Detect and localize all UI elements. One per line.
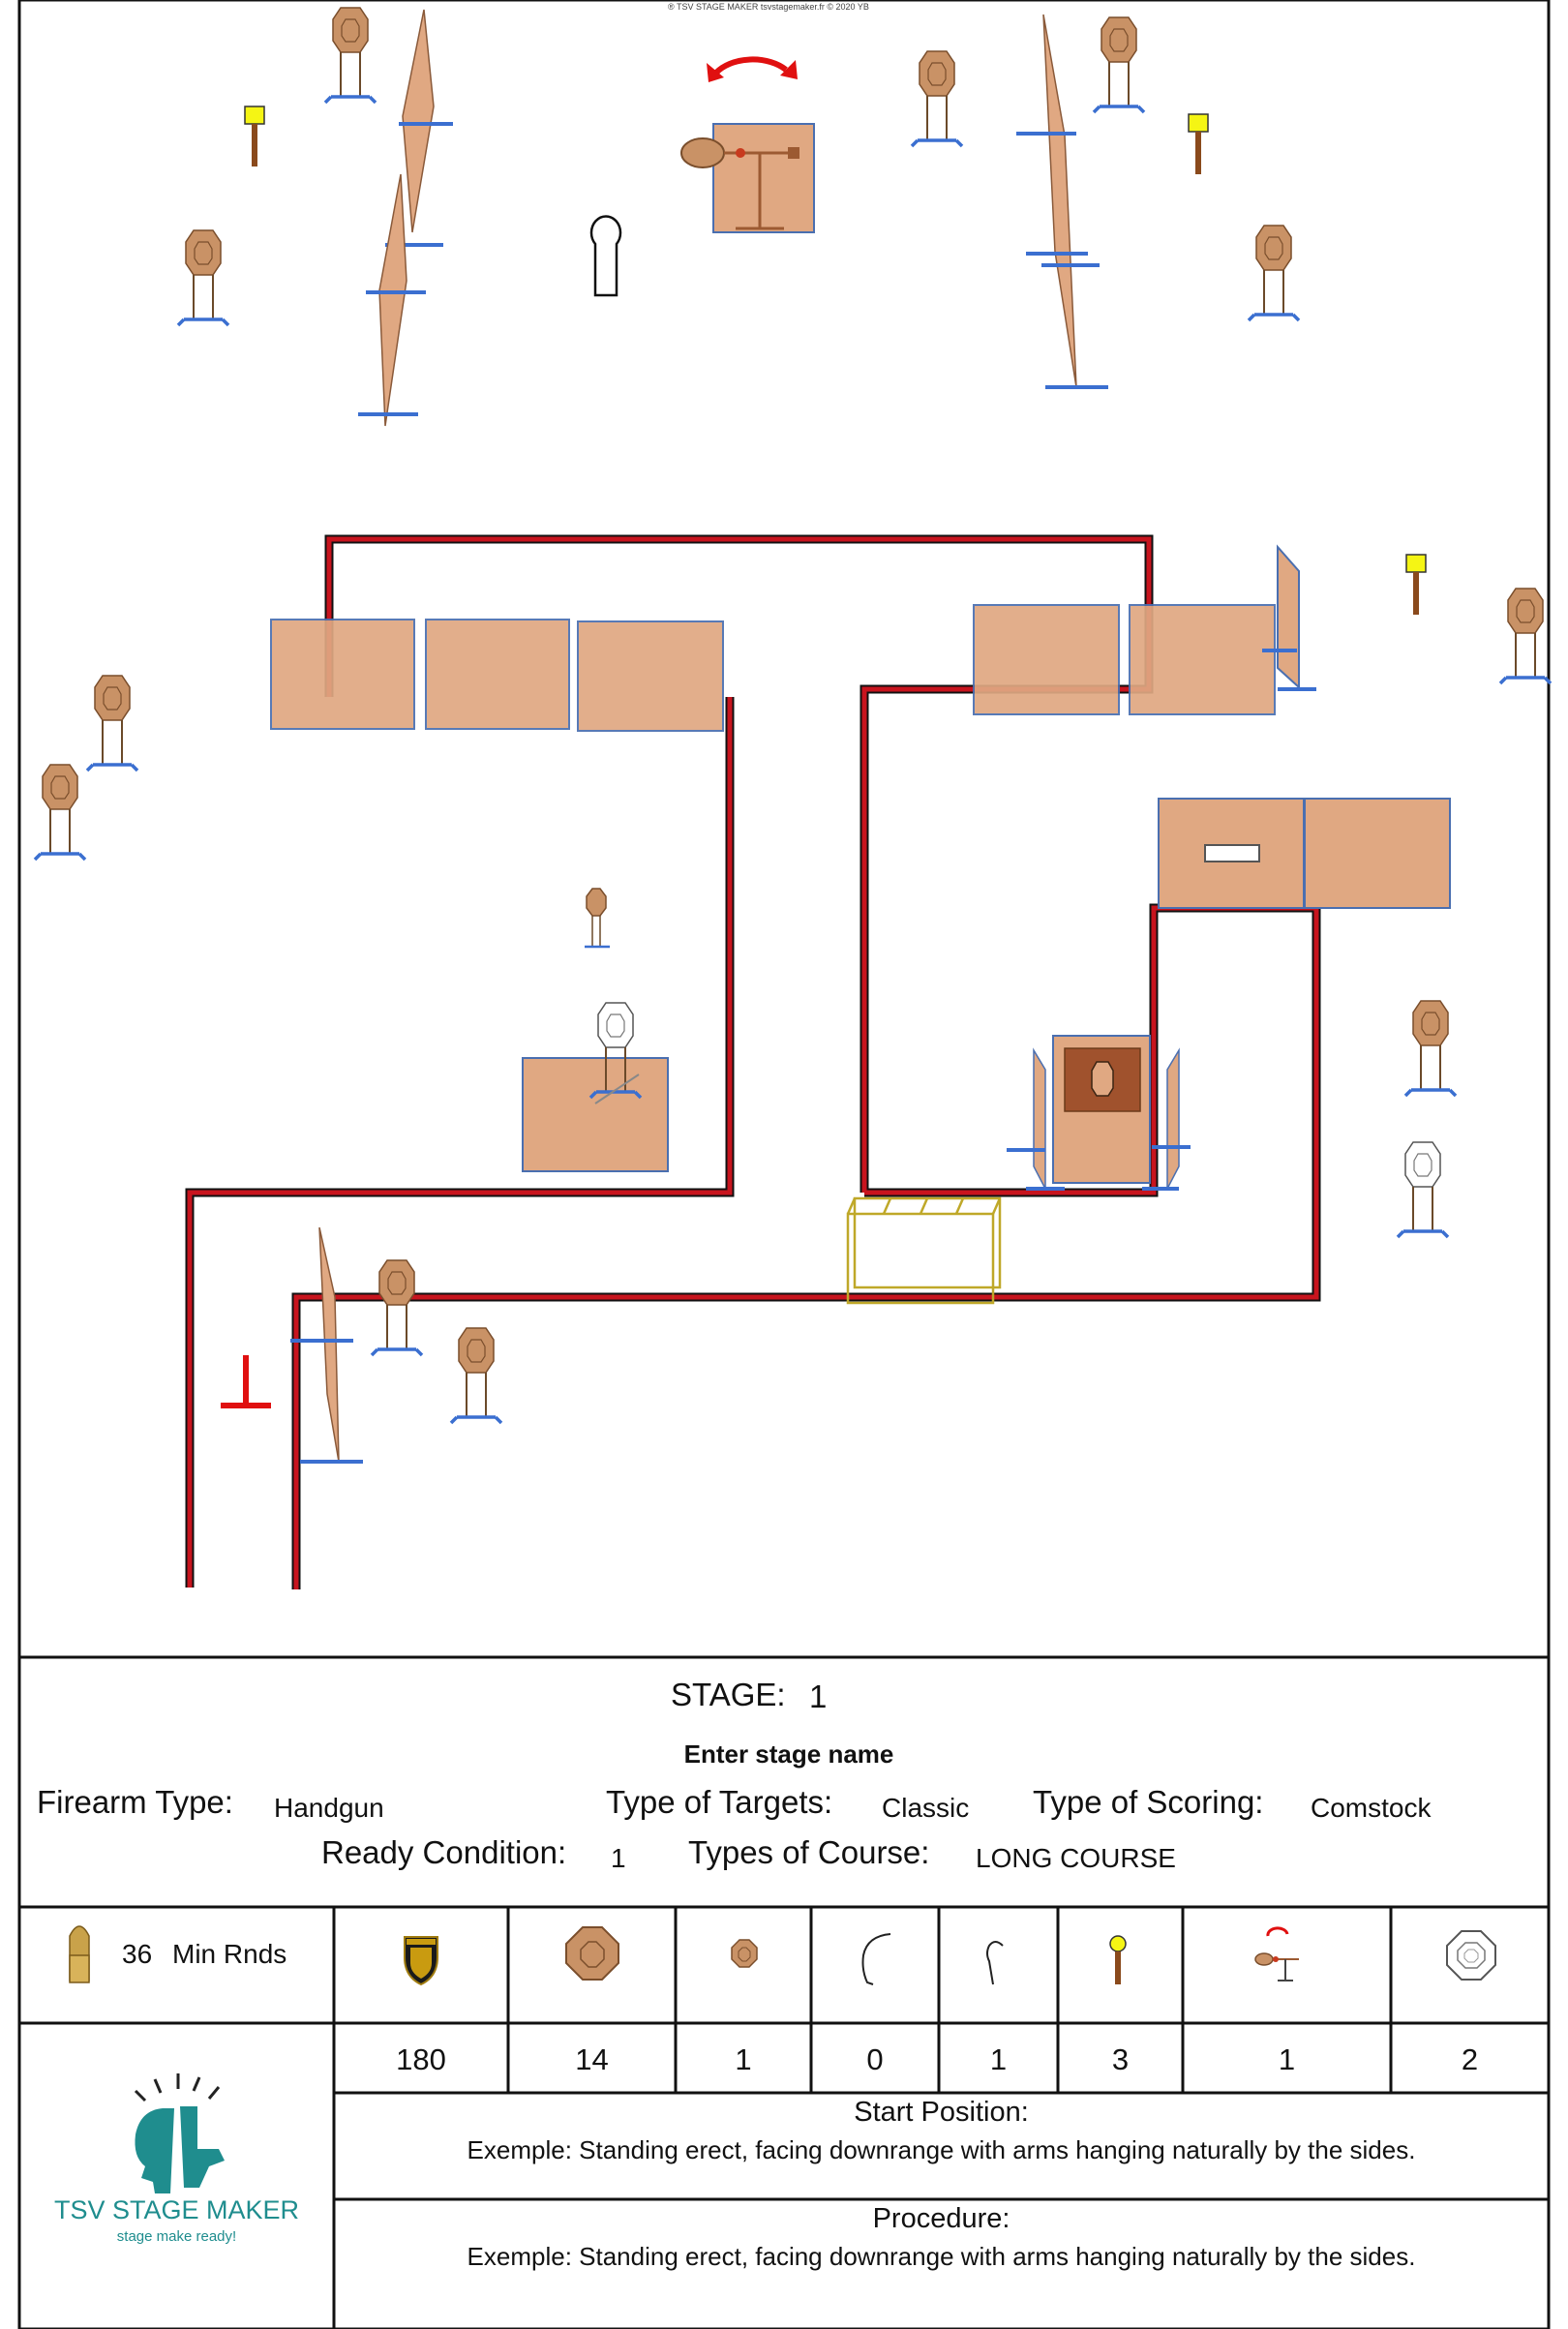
counter-value[interactable]: 14: [575, 2042, 609, 2076]
paper-target: [370, 1258, 424, 1357]
firearm-type-label: Firearm Type:: [37, 1784, 233, 1820]
mini-target-icon: [731, 1939, 758, 1968]
wall-port: [1158, 798, 1451, 909]
min-rounds-label: Min Rnds: [172, 1939, 287, 1969]
wall-center: [522, 1057, 669, 1172]
types-of-course-value[interactable]: LONG COURSE: [976, 1843, 1176, 1873]
paper-target: [176, 228, 230, 327]
paper-target: [85, 674, 139, 772]
paper-target: [1498, 587, 1553, 685]
procedure-text[interactable]: Exemple: Standing erect, facing downrang…: [467, 2242, 1416, 2271]
procedure-title: Procedure:: [872, 2203, 1010, 2234]
copyright-text: ® TSV STAGE MAKER tsvstagemaker.fr © 202…: [668, 2, 869, 12]
logo-icon: [134, 2073, 225, 2193]
counter-value[interactable]: 2: [1461, 2042, 1479, 2076]
paper-target: [1092, 15, 1146, 114]
no-shoot-target: [1396, 1140, 1450, 1239]
start-position-text[interactable]: Exemple: Standing erect, facing downrang…: [467, 2135, 1416, 2164]
firearm-type-value[interactable]: Handgun: [274, 1793, 384, 1823]
mini-target: [585, 888, 610, 949]
metal-plate: [1405, 554, 1427, 616]
counter-value[interactable]: 1: [989, 2042, 1008, 2076]
counter-value[interactable]: 3: [1111, 2042, 1130, 2076]
red-swing-arrow-icon: [707, 56, 798, 82]
wall-row-left: [270, 619, 724, 732]
metal-plate: [244, 106, 265, 167]
leaning-wall: [290, 1226, 363, 1464]
stage-label: STAGE:: [671, 1677, 786, 1712]
counter-value[interactable]: 0: [866, 2042, 884, 2076]
wall-box: [1007, 1035, 1191, 1191]
target-stand: [594, 1074, 640, 1104]
paper-target: [1403, 999, 1458, 1098]
metal-plate: [1188, 113, 1209, 175]
type-of-scoring-label: Type of Scoring:: [1033, 1784, 1264, 1820]
paper-target: [33, 763, 87, 862]
page-frame: [17, 0, 1551, 2329]
stage-name[interactable]: Enter stage name: [683, 1739, 894, 1769]
counter-value[interactable]: 1: [735, 2042, 752, 2076]
paper-target-icon: [565, 1926, 619, 1981]
type-of-targets-label: Type of Targets:: [606, 1784, 833, 1820]
bullet-icon: [69, 1925, 90, 1983]
paper-target: [910, 49, 964, 148]
leaning-wall: [385, 9, 453, 247]
paper-target: [323, 6, 377, 105]
swinger-target: [680, 123, 815, 233]
leaning-wall: [358, 173, 426, 427]
swinger-target-icon: [1254, 1926, 1299, 1981]
logo-tagline: stage make ready!: [116, 2228, 237, 2245]
start-position-title: Start Position:: [854, 2097, 1029, 2128]
counter-value[interactable]: 180: [396, 2042, 446, 2076]
stage-number[interactable]: 1: [809, 1679, 828, 1714]
paper-target: [1247, 224, 1301, 322]
large-popper-icon: [861, 1933, 891, 1985]
leaning-wall: [1016, 14, 1108, 389]
small-popper-icon: [986, 1941, 1004, 1985]
type-of-scoring-value[interactable]: Comstock: [1311, 1793, 1432, 1823]
min-rounds-count: 36: [122, 1939, 153, 1969]
start-position-icon: [589, 215, 622, 297]
wall-row-right: [973, 544, 1316, 715]
ready-condition-label: Ready Condition:: [321, 1834, 567, 1870]
no-shoot-target-icon: [1446, 1930, 1496, 1981]
start-mark: [221, 1355, 271, 1408]
types-of-course-label: Types of Course:: [688, 1834, 930, 1870]
ready-condition-value[interactable]: 1: [611, 1843, 626, 1873]
metal-plate-icon: [1109, 1935, 1127, 1984]
logo-name: TSV STAGE MAKER: [53, 2195, 300, 2224]
barrel-obstacle: [846, 1196, 1002, 1305]
counter-value[interactable]: 1: [1278, 2042, 1296, 2076]
type-of-targets-value[interactable]: Classic: [882, 1793, 970, 1823]
paper-target: [449, 1326, 503, 1425]
badge-points-icon: [404, 1936, 438, 1986]
